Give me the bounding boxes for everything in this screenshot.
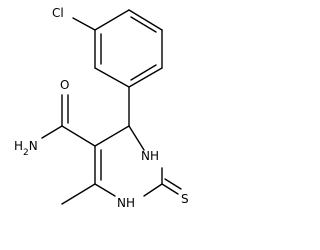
ring-double-bond <box>130 16 157 33</box>
amide-cn-bond <box>41 125 63 139</box>
pyrimidine-ring <box>94 125 163 197</box>
thione-sulfur-label: S <box>181 192 189 206</box>
c5-carbonyl-bond <box>61 125 96 147</box>
molecule-diagram: Cl NH NH S O H2N <box>14 6 189 210</box>
ring-bond <box>94 183 116 197</box>
ring-bond <box>94 9 130 31</box>
ring-nh-upper-label: NH <box>141 149 159 163</box>
amide-nitrogen-label: H2N <box>14 139 38 158</box>
ring-bond <box>94 125 130 147</box>
chlorine-label: Cl <box>52 6 64 20</box>
ring-bond <box>94 67 130 88</box>
chlorophenyl-ring <box>94 9 163 88</box>
methyl-bond <box>61 183 96 205</box>
amide-h2n-text: H <box>14 139 23 153</box>
ring-bond <box>128 125 145 151</box>
thione-double-bond <box>164 178 182 190</box>
amide-oxygen-label: O <box>60 78 69 92</box>
thione-bond <box>161 183 179 195</box>
ring-bond <box>128 9 163 31</box>
structure-canvas: Cl NH NH S O H2N <box>14 6 189 210</box>
ring-nh-lower-label: NH <box>117 196 135 210</box>
ring-bond <box>143 183 163 197</box>
ring-double-bond <box>130 64 157 81</box>
c-cl-bond <box>72 17 96 31</box>
ring-bond <box>128 67 163 88</box>
